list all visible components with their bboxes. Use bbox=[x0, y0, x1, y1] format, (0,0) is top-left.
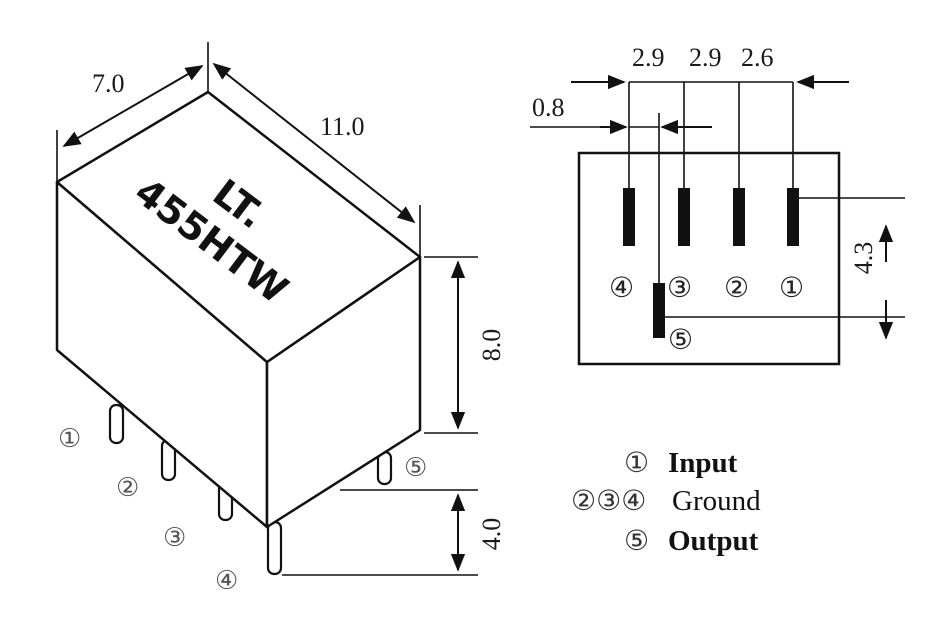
pad-label-3: ③ bbox=[667, 271, 692, 304]
dim-length: 11.0 bbox=[212, 62, 421, 257]
footprint-outline bbox=[577, 151, 841, 366]
lead-label-5: ⑤ bbox=[404, 453, 427, 483]
pad-3 bbox=[678, 188, 690, 246]
footprint-pitch-b: 2.9 bbox=[689, 43, 722, 72]
pad-label-4: ④ bbox=[609, 271, 634, 304]
legend-input-label: Input bbox=[668, 447, 738, 479]
pad-1 bbox=[787, 188, 799, 246]
pad-label-2: ② bbox=[724, 271, 749, 304]
component-body bbox=[55, 90, 422, 529]
dim-height: 8.0 bbox=[424, 256, 506, 434]
component-leads bbox=[108, 403, 393, 576]
dim-height-label: 8.0 bbox=[477, 329, 506, 362]
lead-labels: ① ② ③ ④ ⑤ bbox=[58, 424, 427, 596]
legend-output-pins: ⑤ bbox=[624, 524, 649, 557]
dim-width: 7.0 bbox=[56, 42, 209, 182]
pad-5 bbox=[653, 283, 665, 338]
pad-label-1: ① bbox=[779, 271, 804, 304]
footprint-offset: 0.8 bbox=[532, 93, 565, 122]
footprint-row-spacing: 4.3 bbox=[849, 242, 878, 275]
lead-label-2: ② bbox=[116, 473, 139, 503]
pad-4 bbox=[623, 188, 635, 246]
legend-input-pins: ① bbox=[624, 446, 649, 479]
legend-ground-pins: ②③④ bbox=[571, 484, 646, 517]
footprint-pitch-a: 2.9 bbox=[632, 43, 665, 72]
pad-label-5: ⑤ bbox=[668, 323, 693, 356]
lead-4 bbox=[266, 520, 283, 576]
legend-output-label: Output bbox=[668, 525, 759, 557]
legend-ground-label: Ground bbox=[672, 485, 761, 517]
dim-width-label: 7.0 bbox=[92, 69, 125, 98]
pin-legend: ① Input ②③④ Ground ⑤ Output bbox=[571, 446, 761, 557]
dim-lead-label: 4.0 bbox=[477, 518, 506, 551]
footprint-pitch-c: 2.6 bbox=[741, 43, 774, 72]
footprint: ④ ③ ② ① ⑤ 2.9 2.9 2.6 0.8 4.3 bbox=[530, 43, 905, 366]
lead-label-1: ① bbox=[58, 424, 81, 454]
lead-label-4: ④ bbox=[215, 566, 238, 596]
lead-label-3: ③ bbox=[163, 523, 186, 553]
dim-length-label: 11.0 bbox=[320, 112, 365, 141]
lead-1 bbox=[108, 403, 125, 445]
dim-lead: 4.0 bbox=[282, 489, 506, 576]
pad-2 bbox=[733, 188, 745, 246]
